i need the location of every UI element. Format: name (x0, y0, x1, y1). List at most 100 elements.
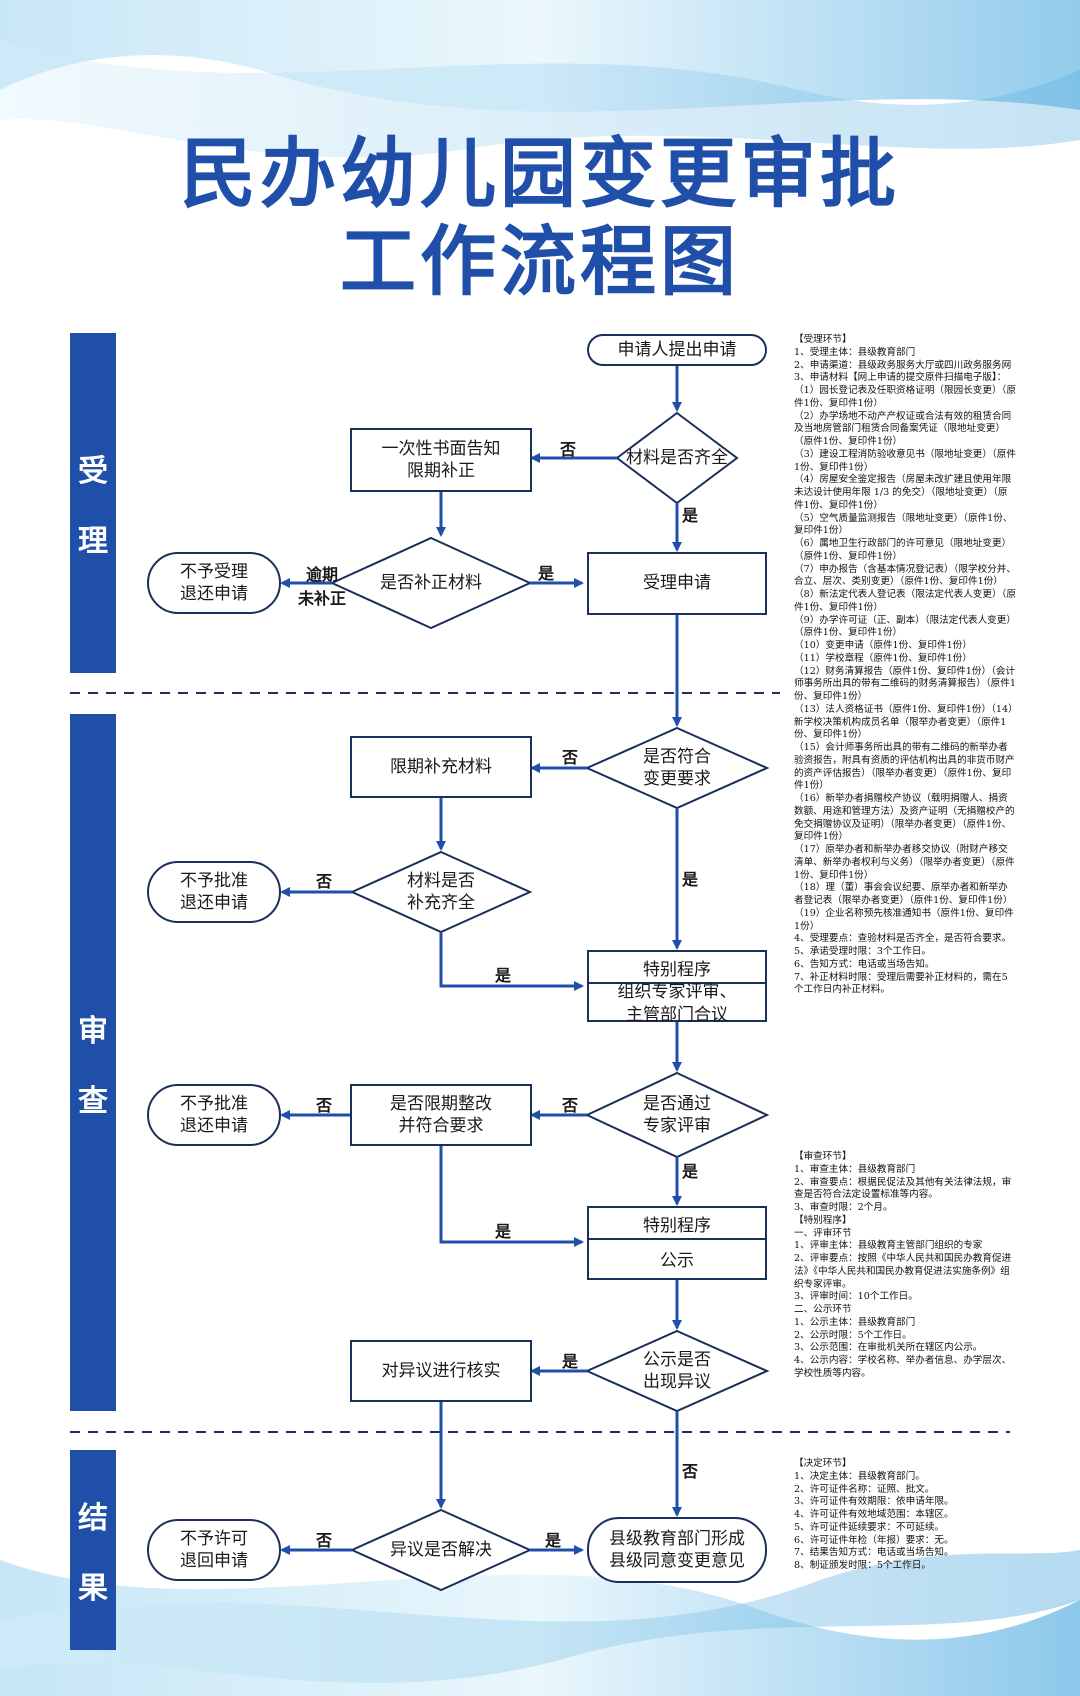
note-line: （18）理（董）事会会议纪要、原举办者和新举办者登记表（限举办者变更）（原件1份… (794, 882, 1013, 906)
node-passed-question: 是否通过 专家评审 (643, 1093, 711, 1136)
note-line: 2、申请渠道：县级政务服务大厅或四川政务服务网 (794, 359, 1012, 371)
node-reject-approval-2: 不予批准 退还申请 (147, 1084, 281, 1146)
node-final-decision: 县级教育部门形成 县级同意变更意见 (587, 1517, 767, 1583)
special-procedure-body: 公示 (660, 1250, 694, 1271)
notes-decision: 【决定环节】1、决定主体：县级教育部门。2、许可证件名称：证照、批文。3、许可证… (794, 1458, 1016, 1573)
node-reject-permit: 不予许可 退回申请 (147, 1519, 281, 1581)
note-line: 2、评审要点：按照《中华人民共和国民办教育促进法》《中华人民共和国民办教育促进法… (794, 1253, 1012, 1290)
note-line: （13）法人资格证书（原件1份、复印件1份）（14）新学校决策机构成员名单（限举… (794, 703, 1013, 741)
note-line: （10）变更申请（原件1份、复印件1份） (794, 640, 972, 651)
arrow (439, 1145, 584, 1247)
note-line: 3、申请材料【网上申请的提交原件扫描电子版】： (794, 372, 1007, 384)
phase-bar-review: 审 查 (70, 714, 116, 1411)
note-line: （1）园长登记表及任职资格证明（限园长变更）（原件1份、复印件1份） (794, 385, 1016, 409)
note-line: （9）办学许可证（正、副本）（限法定代表人变更）（原件1份、复印件1份） (794, 614, 1016, 639)
note-line: （16）新举办者捐赠校产协议（载明捐赠人、捐资数额、用途和管理方法）及资产证明（… (794, 793, 1015, 843)
branch-label: 是 (495, 1222, 512, 1241)
note-line: 7、补正材料时限：受理后需要补正材料的，需在5个工作日内补正材料。 (794, 971, 1008, 996)
note-line: 【审查环节】 (794, 1151, 852, 1162)
phase-bar-acceptance: 受 理 (70, 333, 116, 673)
note-line: 8、制证颁发时限：5个工作日。 (794, 1560, 931, 1571)
note-line: 3、评审时间：10个工作日。 (794, 1291, 918, 1303)
branch-label: 是 (545, 1531, 562, 1550)
branch-label: 是 (495, 966, 512, 985)
note-line: 1、评审主体：县级教育主管部门组织的专家 (794, 1240, 983, 1252)
node-reject-acceptance: 不予受理 退还申请 (147, 552, 281, 614)
node-reject-approval-1: 不予批准 退还申请 (147, 861, 281, 923)
note-line: 一、评审环节 (794, 1227, 852, 1239)
node-resolved-question: 异议是否解决 (390, 1539, 492, 1560)
node-notify-correction: 一次性书面告知 限期补正 (350, 428, 532, 492)
note-line: 【受理环节】 (794, 334, 852, 345)
note-line: 2、公示时限：5个工作日。 (794, 1329, 912, 1341)
node-accept-application: 受理申请 (587, 552, 767, 615)
page-title-line1: 民办幼儿园变更审批 (180, 129, 900, 218)
phase-char: 结 (78, 1501, 108, 1536)
note-line: 3、公示范围：在审批机关所在辖区内公示。 (794, 1342, 983, 1354)
branch-label: 否 (682, 1462, 699, 1481)
phase-bar-result: 结 果 (70, 1450, 116, 1650)
phase-char: 审 (78, 1013, 108, 1049)
node-complete-question: 材料是否齐全 (626, 447, 728, 468)
special-procedure-body: 组织专家评审、 主管部门合议 (617, 982, 737, 1025)
branch-label: 是 (682, 1162, 699, 1181)
flow-arrows (280, 366, 682, 1555)
note-line: （5）空气质量监测报告（限地址变更）（原件1份、复印件1份） (794, 512, 1013, 537)
note-line: （7）申办报告（含基本情况登记表）（限学校分并、合立、层次、类别变更）（原件1份… (794, 563, 1016, 588)
branch-label: 是 (682, 506, 699, 525)
phase-char: 查 (78, 1083, 108, 1119)
node-objection-question: 公示是否 出现异议 (643, 1349, 711, 1392)
note-line: 7、结果告知方式：电话或当场告知。 (794, 1547, 954, 1559)
note-line: 4、许可证件有效地域范围：本辖区。 (794, 1509, 954, 1520)
note-line: 2、审查要点：根据民促法及其他有关法律法规，审查是否符合法定设置标准等内容。 (794, 1176, 1012, 1201)
branch-label: 否 (562, 1096, 579, 1115)
note-line: （4）房屋安全鉴定报告（房屋未改扩建且使用年限未达设计使用年限 1/3 的免交）… (794, 474, 1012, 511)
note-line: 1、公示主体：县级教育部门 (794, 1316, 916, 1328)
diamond-resolved (349, 1508, 533, 1592)
branch-label: 未补正 (298, 589, 347, 608)
note-line: （6）属地卫生行政部门的许可意见（限地址变更）（原件1份、复印件1份） (794, 538, 1012, 562)
phase-char: 受 (78, 454, 108, 489)
special-procedure-head: 特别程序 (589, 1208, 765, 1240)
branch-label: 否 (316, 872, 333, 891)
note-line: 【特别程序】 (794, 1214, 852, 1226)
branch-label: 否 (562, 748, 579, 767)
note-line: （15）会计师事务所出具的带有二维码的新举办者验资报告，附具有资质的评估机构出具… (794, 742, 1015, 792)
node-supp-complete-question: 材料是否 补充齐全 (407, 870, 475, 913)
node-corrected-question: 是否补正材料 (380, 572, 482, 593)
note-line: 1、审查主体：县级教育部门 (794, 1163, 916, 1175)
node-rectify-question: 是否限期整改 并符合要求 (350, 1084, 532, 1146)
decision-diamonds (329, 411, 770, 1592)
phase-dividers (70, 692, 1010, 1433)
note-line: 1、决定主体：县级教育部门。 (794, 1470, 925, 1482)
node-special-procedure-1: 特别程序 组织专家评审、 主管部门合议 (587, 950, 767, 1025)
note-line: 【决定环节】 (794, 1458, 852, 1469)
branch-label: 是 (682, 870, 699, 889)
note-line: （17）原举办者和新举办者移交协议（附财产移交清单、新举办者权利与义务）（限举办… (794, 844, 1015, 881)
note-line: 4、公示内容：学校名称、举办者信息、办学层次、学校性质等内容。 (794, 1355, 1012, 1379)
branch-label: 是 (562, 1352, 579, 1371)
note-line: （2）办学场地不动产产权证或合法有效的租赁合同及当地房管部门租赁合同备案凭证（限… (794, 410, 1012, 448)
note-line: 2、许可证件名称：证照、批文。 (794, 1483, 935, 1495)
note-line: 3、许可证件有效期限：依申请年限。 (794, 1496, 954, 1508)
note-line: （19）企业名称预先核准通知书（原件1份、复印件1份） (794, 907, 1014, 932)
node-special-procedure-2: 特别程序 公示 (587, 1206, 767, 1280)
phase-char: 理 (78, 524, 108, 559)
node-meets-question: 是否符合 变更要求 (643, 746, 711, 789)
branch-label: 否 (316, 1531, 333, 1550)
node-supplement-materials: 限期补充材料 (350, 736, 532, 798)
note-line: 3、审查时限：2个月。 (794, 1202, 893, 1213)
note-line: 二、公示环节 (794, 1304, 852, 1315)
branch-label: 是 (538, 564, 555, 583)
note-line: 5、许可证件延续要求：不可延续。 (794, 1521, 945, 1533)
note-line: 6、告知方式：电话或当场告知。 (794, 958, 935, 970)
note-line: 4、受理要点：查验材料是否齐全，是否符合要求。 (794, 933, 1012, 945)
note-line: （8）新法定代表人登记表（限法定代表人变更）（原件1份、复印件1份） (794, 589, 1016, 613)
note-line: 5、承诺受理时限：3个工作日。 (794, 946, 931, 957)
note-line: 6、许可证件年检（年报）要求：无。 (794, 1534, 954, 1546)
note-line: （3）建设工程消防验收意见书（限地址变更）（原件1份、复印件1份） (794, 448, 1016, 473)
